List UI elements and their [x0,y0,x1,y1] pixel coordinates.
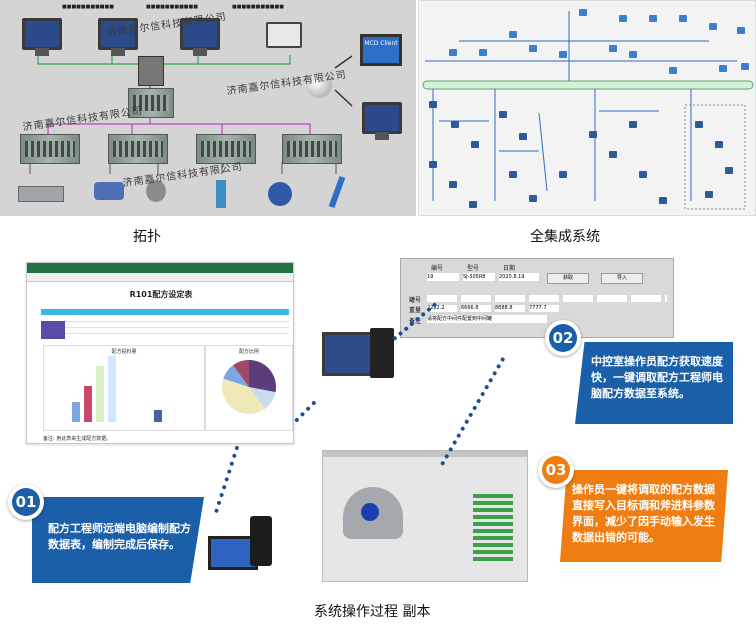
fetch-button[interactable]: 获取 [547,273,589,284]
computer-icon [322,332,376,376]
recipe-model-field[interactable]: SJ-305R8 [463,273,495,281]
flow-connector [294,400,317,423]
integrated-system-panel [418,0,756,216]
step-card-3: 操作员一键将调取的配方数据直接写入目标调和斧进料参数界面，减少了因手动输入发生数… [560,470,728,562]
computer-icon [22,18,62,56]
valve-icon [146,180,166,202]
pie-chart: 配方比例 [205,345,293,431]
main-plc-icon [128,88,174,118]
sheet-title: R101配方设定表 [129,290,193,299]
excel-ribbon [27,263,293,273]
recipe-spreadsheet: R101配方设定表 配方投料量 配方比例 备注: 用此表来生成配方数据。 [26,262,294,444]
status-grid [473,491,513,561]
plc-rack-icon [282,134,342,164]
recipe-id-field[interactable]: 19 [427,273,459,281]
scale-icon [18,186,64,202]
computer-icon [180,18,220,56]
computer-icon [98,18,138,56]
plc-rack-icon [20,134,80,164]
step-card-1: 配方工程师远端电脑编制配方数据表，编制完成后保存。 [32,497,204,583]
tower-icon [370,328,394,378]
topology-panel: ■■■■■■■■■■■ ■■■■■■■■■■■ ■■■■■■■■■■■ MCD … [0,0,416,216]
integrated-caption: 全集成系统 [530,229,600,245]
plc-rack-icon [196,134,256,164]
plc-rack-icon [108,134,168,164]
transmitter-icon [268,182,292,206]
globe-icon [306,72,332,98]
step-badge-3: 03 [538,452,574,488]
flow-connector [214,445,240,514]
topology-lines [29,55,353,174]
printer-icon [266,22,302,48]
sensor-icon [216,180,226,208]
import-button[interactable]: 导入 [601,273,643,284]
bar-chart: 配方投料量 [43,345,205,431]
process-caption: 系统操作过程 副本 [314,604,431,620]
computer-icon [362,102,402,140]
step-card-2: 中控室操作员配方获取速度快，一键调取配方工程师电脑配方数据至系统。 [575,342,733,424]
recipe-panel: 编号 型号 日期 19 SJ-305R8 2020.8.19 获取 导入 罐号 … [400,258,674,338]
switch-icon [138,56,164,86]
pump-icon [94,182,124,200]
client-monitor-icon: MCD Client [360,34,402,66]
recipe-date-field[interactable]: 2020.8.19 [499,273,539,281]
network-diagram [422,11,754,210]
hmi-screen [322,450,528,582]
topology-caption: 拓扑 [133,229,161,245]
tower-icon [250,516,272,566]
step-badge-2: 02 [545,320,581,356]
step-badge-1: 01 [8,484,44,520]
recipe-note-field[interactable]: 请将配方中间件配置到中间罐 [427,315,547,323]
